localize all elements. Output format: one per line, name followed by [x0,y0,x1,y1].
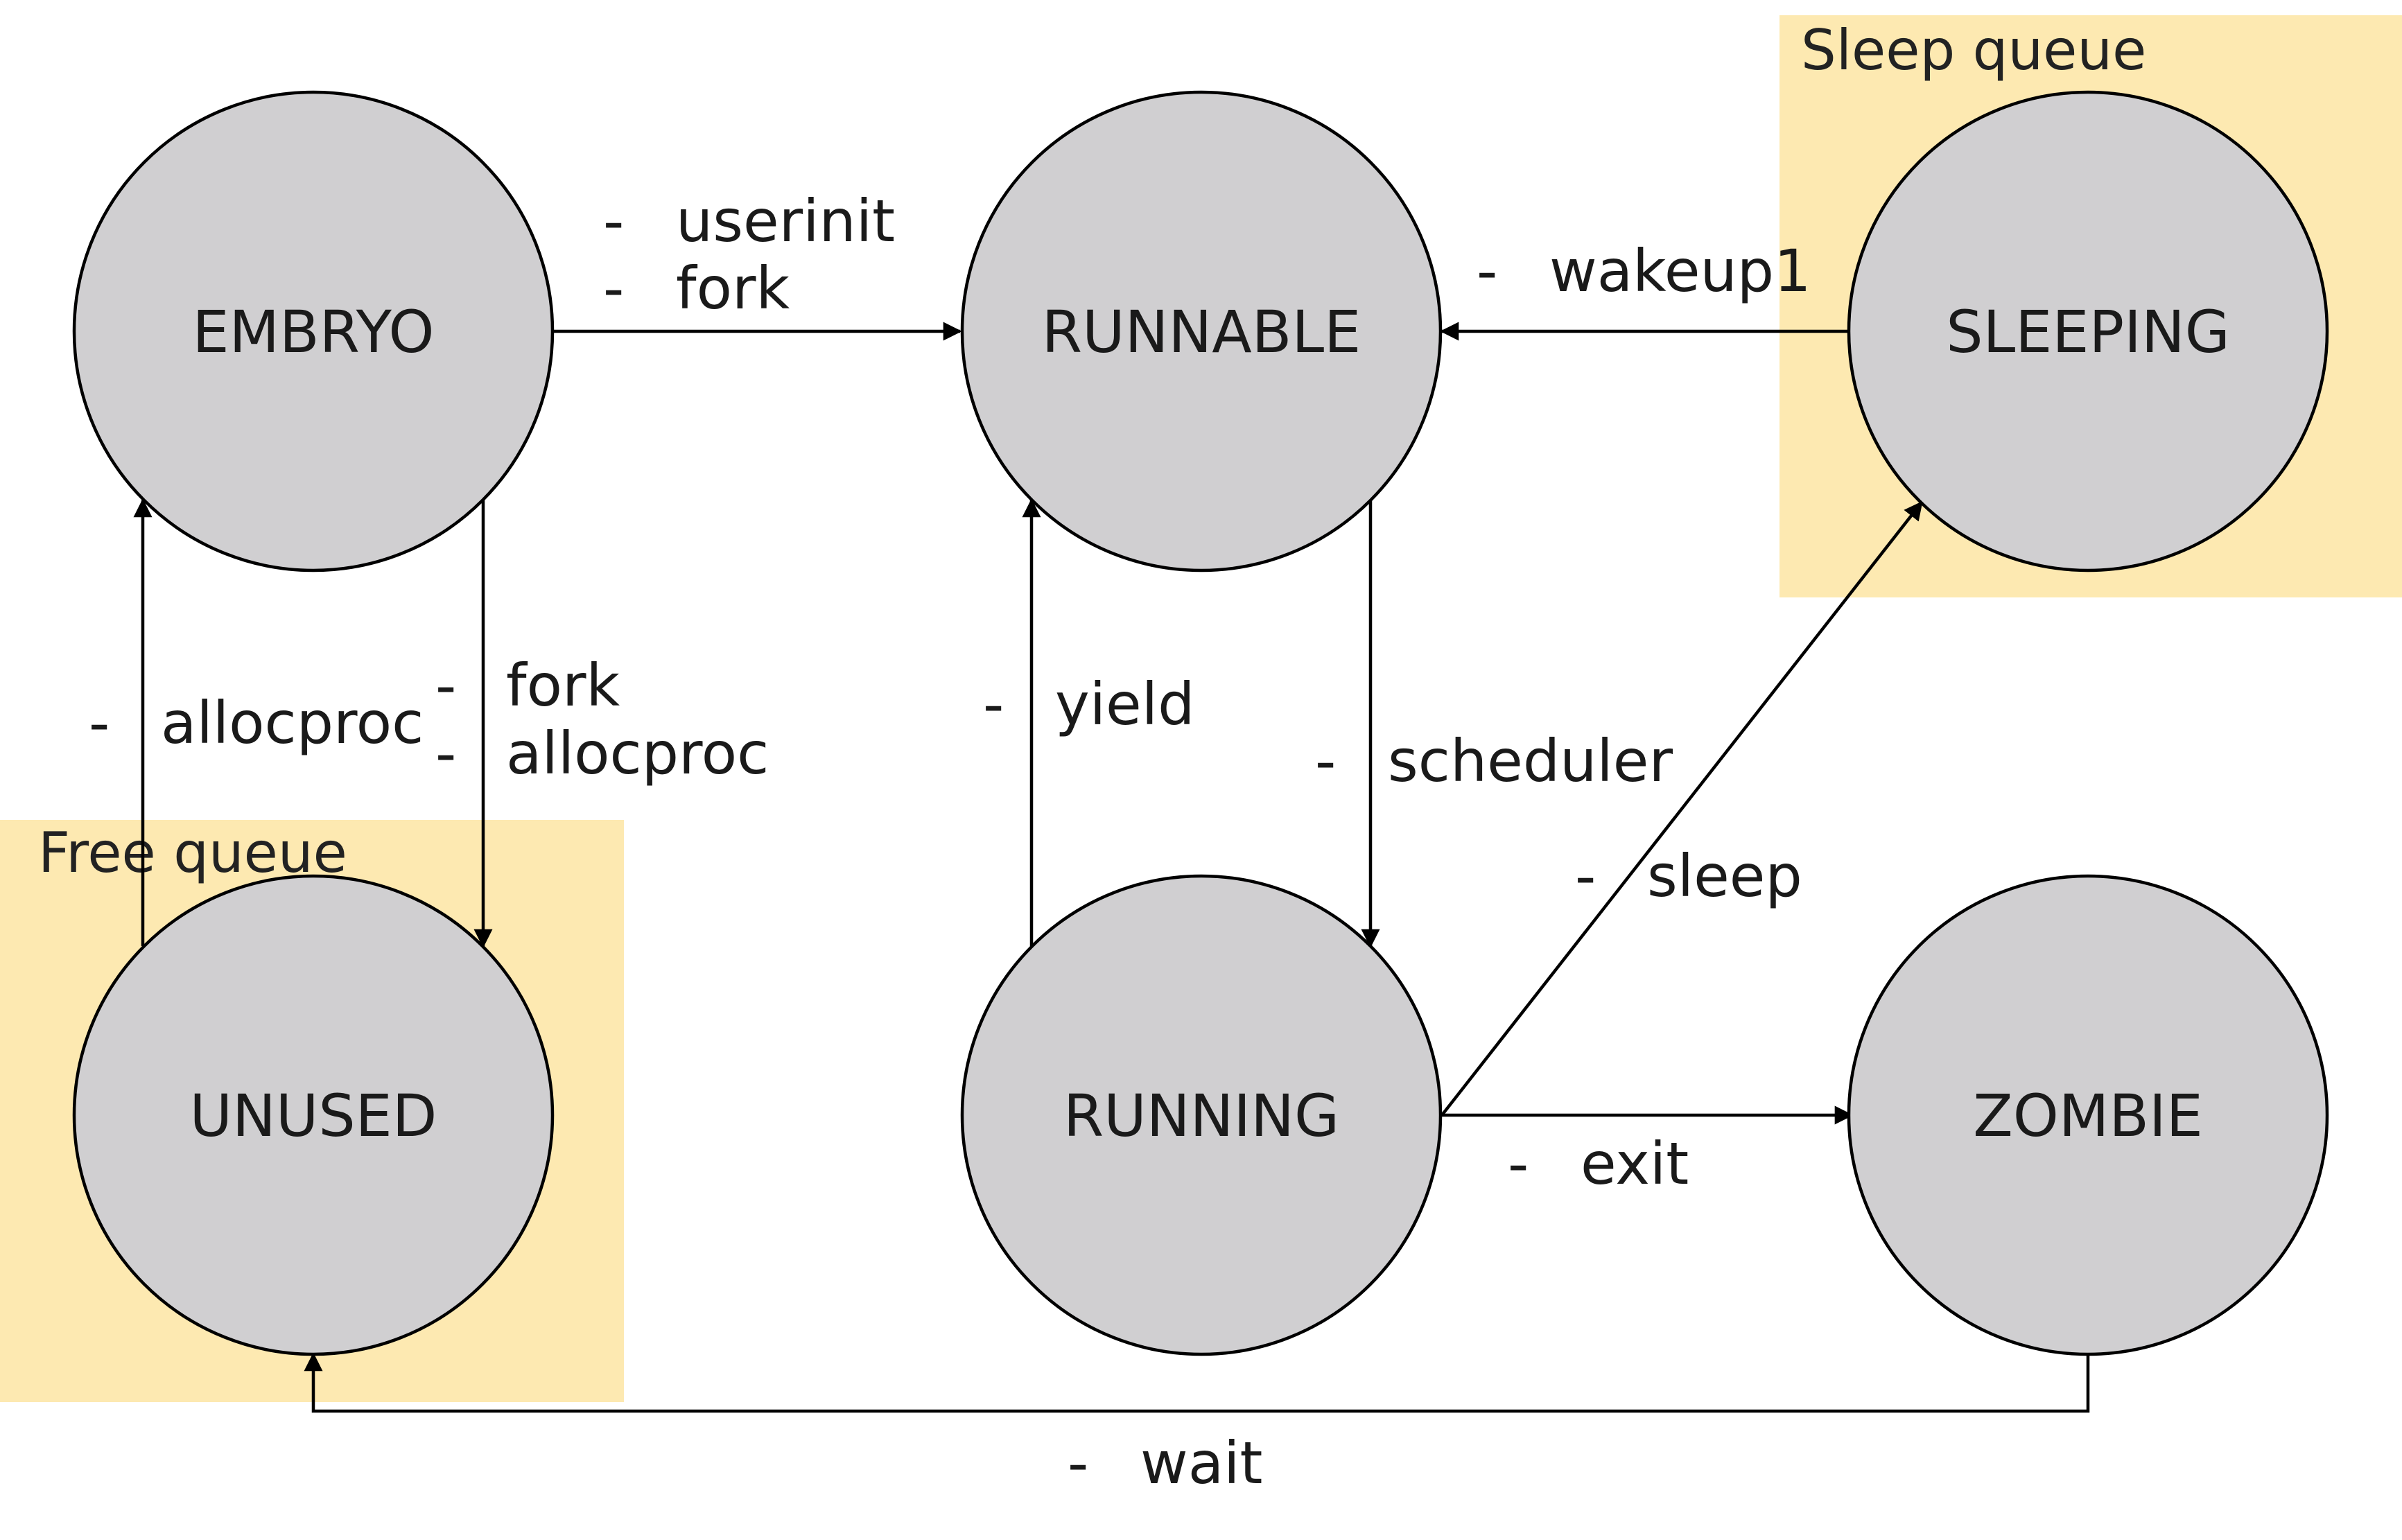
svg-text:wait: wait [1140,1429,1262,1497]
label-zombie-to-unused: - wait [1068,1429,1262,1497]
svg-text:exit: exit [1581,1130,1689,1198]
svg-text:yield: yield [1055,670,1194,738]
svg-text:-: - [1477,237,1497,305]
label-embryo-to-runnable: - userinit - fork [603,187,895,322]
svg-text:scheduler: scheduler [1388,727,1673,795]
svg-text:fork: fork [676,254,790,322]
state-running: RUNNING [960,874,1443,1356]
svg-text:-: - [435,719,456,787]
label-runnable-to-running: - scheduler [1315,727,1673,795]
svg-text:-: - [983,670,1004,738]
label-running-to-runnable: - yield [983,670,1194,738]
svg-text:fork: fork [506,651,620,719]
state-sleeping-label: SLEEPING [1946,298,2230,366]
svg-text:-: - [1508,1130,1529,1198]
state-zombie: ZOMBIE [1847,874,2329,1356]
svg-text:allocproc: allocproc [161,689,424,757]
svg-text:allocproc: allocproc [506,719,769,787]
svg-text:-: - [89,689,110,757]
state-embryo: EMBRYO [72,90,555,572]
state-embryo-label: EMBRYO [192,298,434,366]
state-running-label: RUNNING [1063,1082,1339,1150]
svg-text:-: - [1315,727,1336,795]
state-unused: UNUSED [72,874,555,1356]
label-unused-to-embryo: - allocproc [89,689,424,757]
free-queue-title: Free queue [38,821,347,885]
label-running-to-sleeping: - sleep [1575,842,1802,910]
svg-text:sleep: sleep [1647,842,1802,910]
edge-running-to-sleeping [1441,500,1923,1117]
svg-text:-: - [603,187,624,255]
label-sleeping-to-runnable: - wakeup1 [1477,237,1811,305]
svg-text:userinit: userinit [676,187,895,255]
state-runnable-label: RUNNABLE [1042,298,1361,366]
svg-text:-: - [435,651,456,719]
label-embryo-to-unused: - fork - allocproc [435,651,769,787]
state-sleeping: SLEEPING [1847,90,2329,572]
state-runnable: RUNNABLE [960,90,1443,572]
state-zombie-label: ZOMBIE [1973,1082,2203,1150]
sleep-queue-title: Sleep queue [1801,18,2146,82]
edge-zombie-to-unused [304,1352,2090,1413]
svg-text:-: - [1068,1429,1088,1497]
state-unused-label: UNUSED [190,1082,437,1150]
svg-text:-: - [603,254,624,322]
svg-text:-: - [1575,842,1596,910]
svg-text:wakeup1: wakeup1 [1549,237,1811,305]
label-running-to-zombie: - exit [1508,1130,1689,1198]
